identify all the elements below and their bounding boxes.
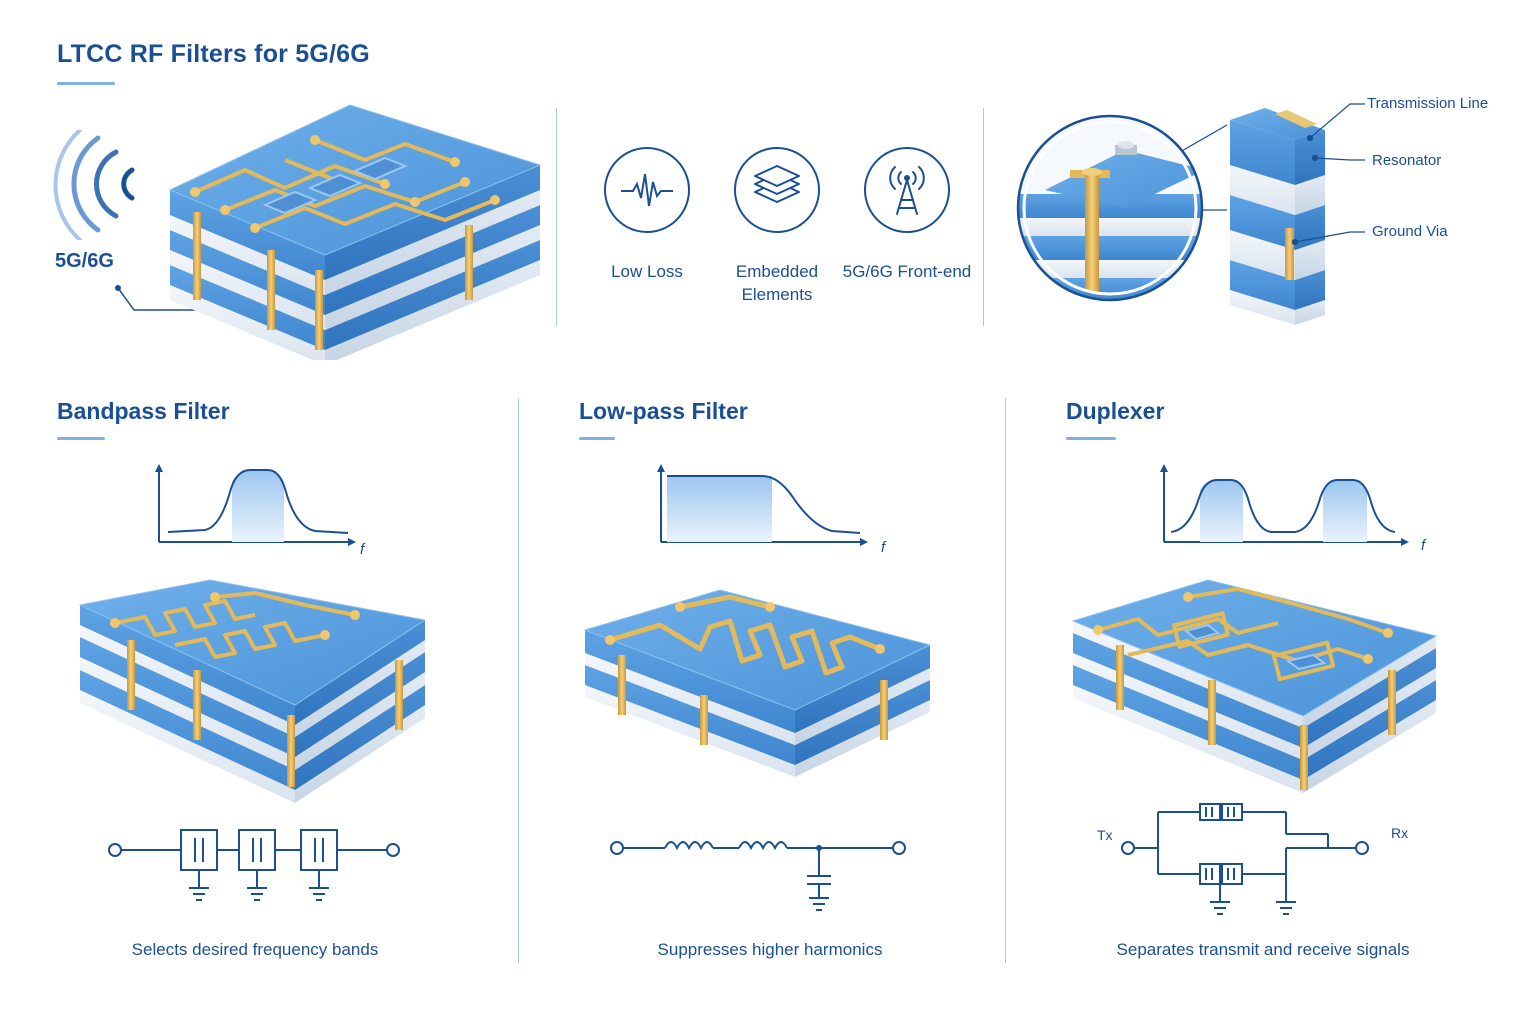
section-title-duplexer: Duplexer <box>1066 398 1165 424</box>
section-title-lowpass: Low-pass Filter <box>579 398 748 424</box>
caption-lowpass: Suppresses higher harmonics <box>657 940 883 959</box>
feature-label-low-loss: Low Loss <box>611 262 683 281</box>
section-title-bandpass: Bandpass Filter <box>57 398 230 424</box>
waveform-icon <box>604 147 690 233</box>
separator <box>1005 398 1006 963</box>
callout-transmission-line: Transmission Line <box>1367 95 1489 112</box>
feature-label-embedded: Embedded Elements <box>735 262 819 304</box>
lowpass-response-graph: f <box>657 464 887 556</box>
separator <box>518 398 519 963</box>
section-underline <box>1066 437 1116 440</box>
page-title: LTCC RF Filters for 5G/6G <box>57 40 370 68</box>
ltcc-module-hero <box>168 104 542 360</box>
lowpass-circuit-schematic <box>610 841 906 911</box>
section-underline <box>579 437 615 440</box>
layers-icon <box>734 147 820 233</box>
caption-duplexer: Separates transmit and receive signals <box>1116 940 1410 959</box>
callout-ground-via: Ground Via <box>1372 223 1448 240</box>
duplexer-response-graph: f <box>1160 464 1427 554</box>
port-label-tx: Tx <box>1097 827 1113 843</box>
lowpass-ltcc-module <box>583 589 932 777</box>
caption-bandpass: Selects desired frequency bands <box>131 940 379 959</box>
port-label-rx: Rx <box>1391 825 1408 841</box>
duplexer-ltcc-module <box>1071 579 1438 793</box>
wireless-signal-icon <box>53 130 135 240</box>
bandpass-circuit-schematic <box>108 829 400 901</box>
separator <box>556 108 557 326</box>
duplexer-circuit-schematic: Tx Rx <box>1097 803 1408 915</box>
frequency-axis-label: f <box>881 539 887 556</box>
separator <box>983 108 984 326</box>
frequency-axis-label: f <box>360 541 366 557</box>
antenna-icon <box>864 147 950 233</box>
title-underline <box>57 82 115 85</box>
band-label: 5G/6G <box>55 250 114 272</box>
bandpass-ltcc-module <box>78 579 427 803</box>
callout-resonator: Resonator <box>1372 152 1442 169</box>
feature-label-front-end: 5G/6G Front-end <box>842 262 972 281</box>
frequency-axis-label: f <box>1421 537 1427 554</box>
cross-section-diagram <box>1016 103 1365 325</box>
section-underline <box>57 437 105 440</box>
bandpass-response-graph: f <box>155 464 366 557</box>
